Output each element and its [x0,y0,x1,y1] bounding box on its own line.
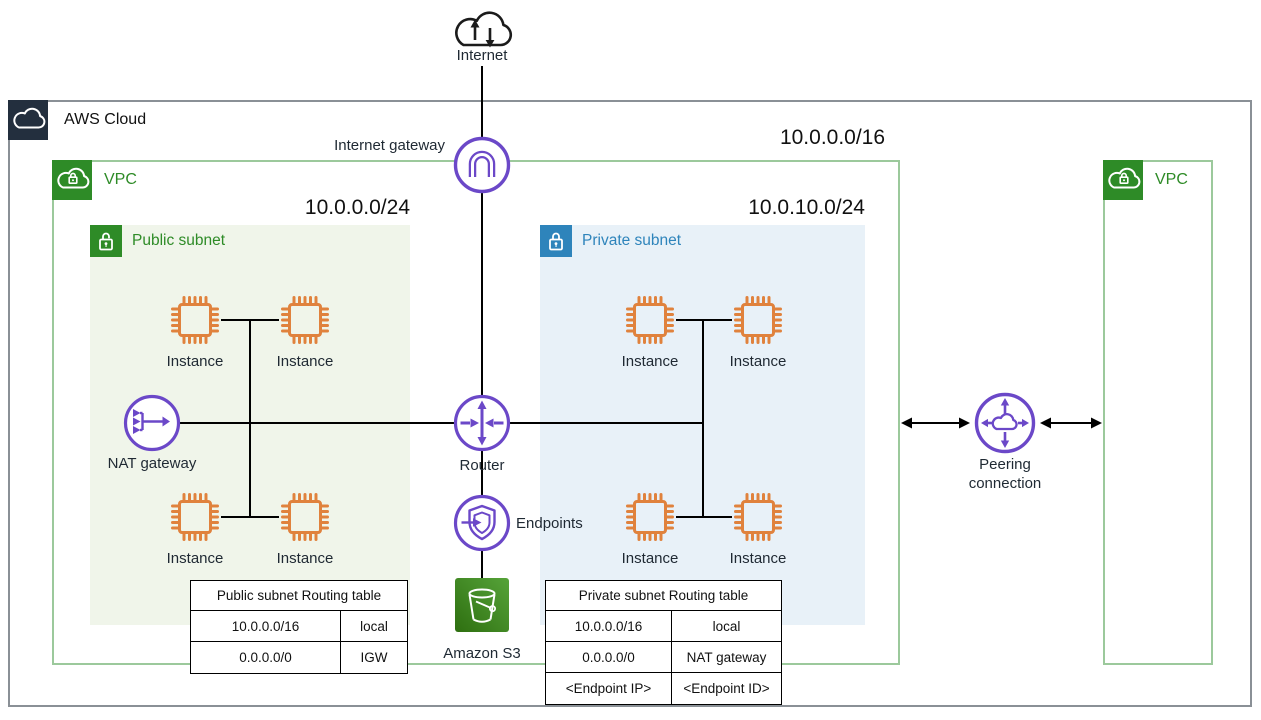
vpc-cloud-lock-icon [52,160,92,200]
internet-label: Internet [456,47,508,64]
instance-chip-icon [169,294,221,346]
endpoints-shield-icon [452,493,512,553]
vpc-right-box [1103,160,1213,665]
public-routing-table: Public subnet Routing table 10.0.0.0/16 … [190,580,408,674]
router-label: Router [459,457,505,474]
nat-gateway-icon [122,393,182,453]
open-lock-icon [90,225,122,257]
peering-arrowheads [901,417,1102,429]
route-cell: IGW [360,650,388,665]
public-routing-table-title: Public subnet Routing table [191,581,407,611]
lock-icon [540,225,572,257]
internet-gateway-icon [452,135,512,195]
instance-label: Instance [621,550,679,567]
private-subnet-cidr: 10.0.10.0/24 [748,196,865,219]
instance-label: Instance [166,550,224,567]
private-routing-table-title: Private subnet Routing table [546,581,781,611]
aws-cloud-icon [8,100,48,140]
public-subnet-label: Public subnet [132,232,226,249]
peering-connection-label: Peering connection [935,455,1075,493]
instance-chip-icon [624,294,676,346]
s3-bucket-icon [455,578,509,632]
route-cell: <Endpoint ID> [683,681,770,696]
aws-cloud-label: AWS Cloud [64,111,147,128]
peering-connection-icon [971,389,1039,457]
route-cell: local [672,611,781,642]
vpc-right-label: VPC [1155,171,1188,188]
instance-label: Instance [276,550,334,567]
route-cell: local [341,611,407,642]
instance-chip-icon [624,491,676,543]
internet-cloud-icon [447,4,517,48]
router-icon [452,393,512,453]
instance-label: Instance [166,353,224,370]
endpoints-label: Endpoints [516,515,583,532]
instance-chip-icon [169,491,221,543]
s3-label: Amazon S3 [443,645,521,662]
instance-chip-icon [279,491,331,543]
route-cell: 0.0.0.0/0 [191,642,341,673]
vpc-label: VPC [104,171,137,188]
instance-label: Instance [621,353,679,370]
route-cell: NAT gateway [672,642,781,673]
instance-label: Instance [276,353,334,370]
private-subnet-label: Private subnet [582,232,682,249]
peering-label-line2: connection [968,475,1042,492]
internet-gateway-label: Internet gateway [334,137,445,154]
instance-label: Instance [729,550,787,567]
route-cell: 0.0.0.0/0 [546,642,672,673]
aws-cloud-box [8,100,1252,707]
instance-chip-icon [732,294,784,346]
nat-gateway-label: NAT gateway [107,455,197,472]
instance-chip-icon [732,491,784,543]
route-cell: 10.0.0.0/16 [546,611,672,642]
vpc-cidr-label: 10.0.0.0/16 [779,126,886,149]
peering-label-line1: Peering [979,456,1031,473]
vpc-cloud-lock-icon [1103,160,1143,200]
route-cell: 10.0.0.0/16 [191,611,341,642]
private-routing-table: Private subnet Routing table 10.0.0.0/16… [545,580,782,705]
public-subnet-cidr: 10.0.0.0/24 [304,196,410,219]
instance-label: Instance [729,353,787,370]
instance-chip-icon [279,294,331,346]
route-cell: <Endpoint IP> [546,673,672,704]
